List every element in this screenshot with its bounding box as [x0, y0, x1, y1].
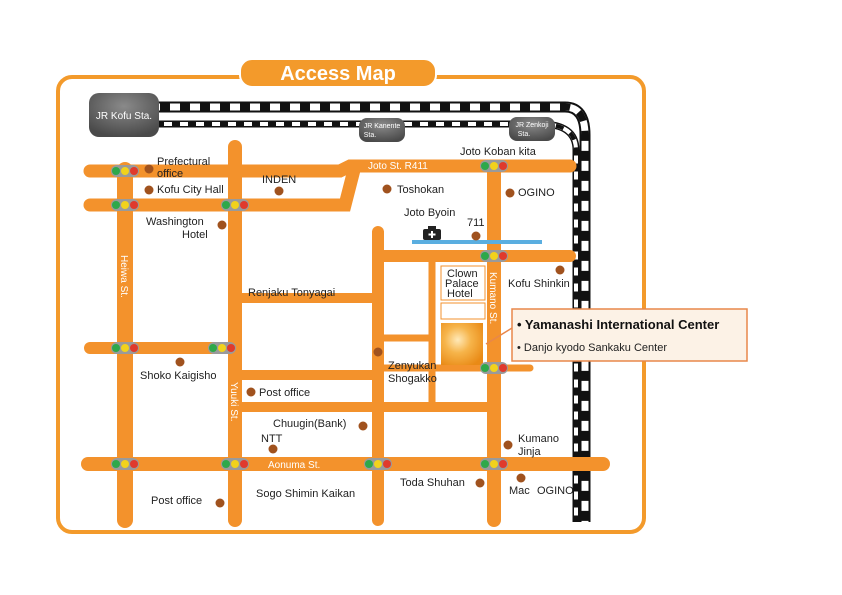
- traffic-signal-icon: [480, 250, 508, 262]
- poi-marker-icon: [555, 265, 565, 275]
- poi-marker-icon: [373, 347, 383, 357]
- poi-markers: [144, 164, 565, 508]
- poi-marker-icon: [217, 220, 227, 230]
- traffic-signal-icon: [111, 342, 139, 354]
- heiwa-street-label: Heiwa St.: [118, 255, 129, 298]
- svg-text:Joto Byoin: Joto Byoin: [404, 207, 455, 219]
- traffic-signal-icon: [364, 458, 392, 470]
- traffic-signal-icon: [111, 458, 139, 470]
- traffic-signal-icon: [480, 458, 508, 470]
- svg-text:Washington: Washington: [146, 216, 204, 228]
- svg-text:Zenyukan: Zenyukan: [388, 360, 436, 372]
- poi-marker-icon: [144, 164, 154, 174]
- poi-marker-icon: [274, 186, 284, 196]
- traffic-signal-icon: [480, 160, 508, 172]
- svg-text:Kofu Shinkin: Kofu Shinkin: [508, 278, 570, 290]
- station-jr-zenkoji: JR Zenkoji Sta.: [509, 117, 555, 141]
- svg-text:Hotel: Hotel: [182, 229, 208, 241]
- svg-text:Toda Shuhan: Toda Shuhan: [400, 477, 465, 489]
- poi-marker-icon: [268, 444, 278, 454]
- svg-text:Post office: Post office: [259, 387, 310, 399]
- traffic-signal-icon: [221, 458, 249, 470]
- svg-text:Mac: Mac: [509, 485, 530, 497]
- svg-text:Chuugin(Bank): Chuugin(Bank): [273, 418, 346, 430]
- poi-marker-icon: [215, 498, 225, 508]
- traffic-signal-icon: [208, 342, 236, 354]
- poi-marker-icon: [175, 357, 185, 367]
- svg-text:Shogakko: Shogakko: [388, 373, 437, 385]
- station-jr-kanente: JR Kanente Sta.: [359, 118, 405, 142]
- traffic-signal-icon: [111, 165, 139, 177]
- svg-text:Joto Koban kita: Joto Koban kita: [460, 146, 537, 158]
- poi-marker-icon: [475, 478, 485, 488]
- traffic-signal-icon: [480, 362, 508, 374]
- svg-text:office: office: [157, 168, 183, 180]
- kumano-street-label: Kumano St.: [487, 272, 498, 324]
- svg-text:Shoko Kaigisho: Shoko Kaigisho: [140, 370, 216, 382]
- blank-block: [440, 302, 486, 320]
- place-labels: Prefectural office Kofu City Hall INDEN …: [140, 146, 574, 507]
- poi-marker-icon: [382, 184, 392, 194]
- title-banner: Access Map: [239, 58, 437, 88]
- svg-text:Kumano: Kumano: [518, 433, 559, 445]
- callout-sub-label: • Danjo kyodo Sankaku Center: [517, 342, 667, 354]
- svg-text:Toshokan: Toshokan: [397, 184, 444, 196]
- poi-marker-icon: [503, 440, 513, 450]
- traffic-signal-icon: [221, 199, 249, 211]
- poi-marker-icon: [505, 188, 515, 198]
- yuuki-street-label: Yuuki St.: [228, 382, 239, 421]
- callout-main-label: • Yamanashi International Center: [517, 317, 719, 332]
- svg-text:JR Kanente: JR Kanente: [364, 123, 401, 130]
- station-jr-kofu: JR Kofu Sta.: [89, 93, 159, 137]
- traffic-signals: [111, 160, 508, 470]
- poi-marker-icon: [516, 473, 526, 483]
- joto-street-label: Joto St. R411: [368, 161, 428, 172]
- svg-text:Post office: Post office: [151, 495, 202, 507]
- svg-text:Jinja: Jinja: [518, 446, 542, 458]
- clown-palace-hotel-block: [440, 265, 486, 301]
- aonuma-street-label: Aonuma St.: [268, 460, 320, 471]
- svg-text:Prefectural: Prefectural: [157, 156, 210, 168]
- svg-text:711: 711: [467, 217, 485, 229]
- svg-text:NTT: NTT: [261, 433, 283, 445]
- page-title: Access Map: [280, 63, 396, 85]
- hospital-icon: [423, 226, 441, 240]
- svg-text:Renjaku Tonyagai: Renjaku Tonyagai: [248, 287, 335, 299]
- svg-text:Kofu City Hall: Kofu City Hall: [157, 184, 224, 196]
- svg-text:INDEN: INDEN: [262, 174, 296, 186]
- poi-marker-icon: [246, 387, 256, 397]
- svg-text:Hotel: Hotel: [447, 288, 473, 300]
- svg-text:Sta.: Sta.: [518, 131, 531, 138]
- svg-text:JR Kofu Sta.: JR Kofu Sta.: [96, 111, 152, 122]
- traffic-signal-icon: [111, 199, 139, 211]
- svg-text:OGINO: OGINO: [537, 485, 574, 497]
- yamanashi-international-center-block: [441, 323, 483, 365]
- poi-marker-icon: [144, 185, 154, 195]
- callout-box: • Yamanashi International Center • Danjo…: [485, 308, 748, 362]
- svg-text:Palace: Palace: [445, 278, 479, 290]
- poi-marker-icon: [471, 231, 481, 241]
- svg-text:Clown: Clown: [447, 268, 478, 280]
- svg-text:JR Zenkoji: JR Zenkoji: [515, 122, 549, 129]
- svg-text:Sta.: Sta.: [364, 132, 377, 139]
- joto-street: [83, 159, 577, 178]
- svg-text:Sogo Shimin Kaikan: Sogo Shimin Kaikan: [256, 488, 355, 500]
- poi-marker-icon: [358, 421, 368, 431]
- svg-text:OGINO: OGINO: [518, 187, 555, 199]
